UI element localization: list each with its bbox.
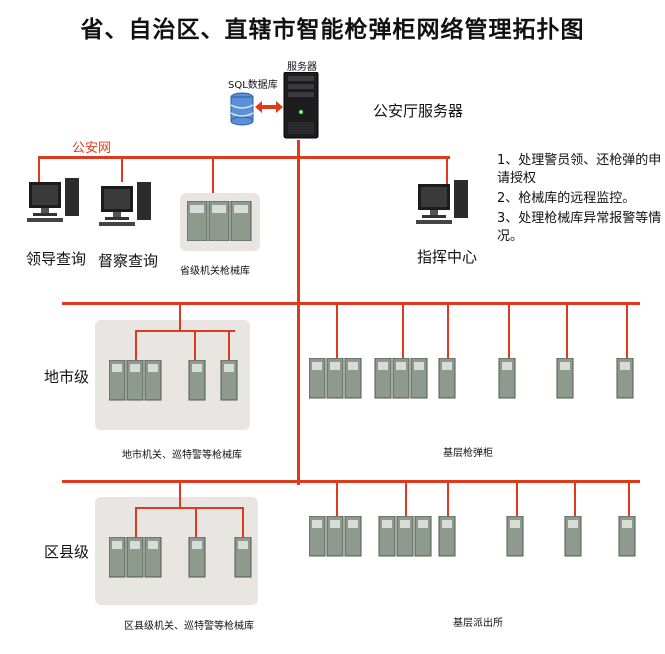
server-tower-icon (283, 72, 319, 139)
top-network-bus (38, 156, 450, 159)
cabinet-group-icon (309, 516, 636, 557)
province-armory-panel (180, 193, 260, 251)
drop-line (228, 330, 230, 362)
sql-database-label: SQL数据库 (228, 80, 278, 91)
armory-link-line (135, 507, 243, 509)
diagram-title: 省、自治区、直辖市智能枪弹柜网络管理拓扑图 (80, 17, 585, 43)
drop-line (446, 157, 448, 185)
county-network-bus (62, 480, 640, 483)
duty-item: 1、处理警员领、还枪弹的申请授权 (497, 153, 662, 186)
drop-line (516, 481, 518, 517)
duty-item: 2、枪械库的远程监控。 (497, 191, 636, 206)
server-name: 公安厅服务器 (373, 102, 464, 120)
drop-line (566, 303, 568, 360)
drop-line (447, 481, 449, 517)
computer-icon (99, 182, 151, 226)
database-icon (230, 92, 254, 126)
drop-line (447, 303, 449, 360)
terminal-label-leader: 领导查询 (26, 250, 87, 268)
drop-line (628, 481, 630, 517)
link-arrow-icon (255, 101, 283, 113)
drop-line (194, 330, 196, 362)
drop-line (336, 303, 338, 360)
computer-icon (27, 178, 79, 222)
terminal-label-inspector: 督察查询 (98, 252, 159, 270)
drop-line (179, 481, 181, 507)
level-label-city: 地市级 (44, 368, 90, 386)
cabinet-group-icon (187, 201, 252, 241)
network-label: 公安网 (72, 141, 112, 156)
drop-line (135, 330, 137, 362)
county-base-label: 基层派出所 (453, 618, 503, 629)
cabinet-group-icon (109, 360, 238, 401)
city-base-label: 基层枪弹柜 (443, 448, 493, 459)
drop-line (212, 157, 214, 197)
drop-line (405, 481, 407, 517)
server-label: 服务器 (287, 62, 317, 73)
computer-icon (416, 180, 468, 224)
main-trunk-line (297, 140, 300, 485)
cabinet-group-icon (109, 537, 252, 578)
drop-line (626, 303, 628, 360)
duty-item: 3、处理枪械库异常报警等情况。 (497, 211, 662, 244)
drop-line (179, 303, 181, 331)
city-armory-panel (95, 303, 250, 430)
city-armory-label: 地市机关、巡特警等枪械库 (122, 450, 242, 461)
cabinet-group-icon (309, 358, 634, 399)
drop-line (242, 507, 244, 539)
county-armory-label: 区县级机关、巡特警等枪械库 (124, 621, 254, 632)
drop-line (135, 507, 137, 539)
duties-list: 1、处理警员领、还枪弹的申请授权 2、枪械库的远程监控。 3、处理枪械库异常报警… (497, 152, 665, 248)
city-network-bus (62, 302, 640, 305)
armory-link-line (135, 330, 235, 332)
drop-line (574, 481, 576, 517)
drop-line (38, 157, 40, 182)
drop-line (121, 157, 123, 182)
terminal-label-command: 指挥中心 (417, 248, 478, 266)
province-armory-label: 省级机关枪械库 (180, 266, 250, 277)
drop-line (336, 481, 338, 517)
drop-line (402, 303, 404, 360)
drop-line (508, 303, 510, 360)
level-label-county: 区县级 (44, 543, 90, 561)
drop-line (195, 507, 197, 539)
county-armory-panel (95, 481, 258, 605)
